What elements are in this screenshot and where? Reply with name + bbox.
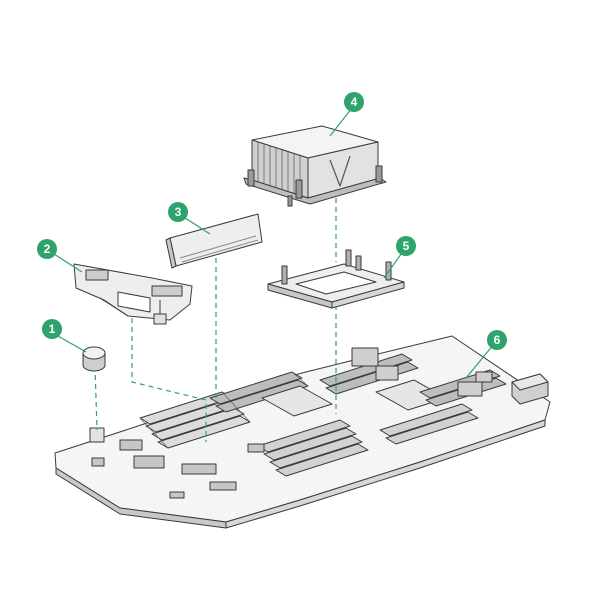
callout-6: 6 — [487, 330, 507, 350]
system-board — [54, 335, 551, 529]
board-top-face — [54, 335, 551, 523]
callout-5: 5 — [396, 236, 416, 256]
callout-1-label: 1 — [49, 322, 56, 336]
callout-1: 1 — [42, 319, 62, 339]
leader-4 — [329, 107, 353, 137]
center-dimm-bank — [257, 353, 419, 477]
leader-2 — [53, 253, 83, 273]
left-dimm-ribs — [139, 371, 309, 449]
callout-3: 3 — [168, 202, 188, 222]
riser-cage — [73, 263, 193, 325]
callout-2: 2 — [37, 239, 57, 259]
guide-line-riser — [131, 318, 207, 442]
callout-leaders — [53, 107, 495, 379]
callout-4: 4 — [344, 92, 364, 112]
installation-guide-lines — [94, 198, 337, 442]
dimm-module — [165, 213, 263, 269]
processor-heatsink — [243, 125, 387, 207]
leader-1 — [57, 335, 87, 353]
leader-5 — [383, 249, 405, 279]
callout-3-label: 3 — [175, 205, 182, 219]
cpu1-socket — [261, 385, 333, 417]
callout-2-label: 2 — [44, 242, 51, 256]
battery-holder — [89, 427, 105, 443]
callout-6-label: 6 — [494, 333, 501, 347]
callout-badges: 1 2 3 4 5 6 — [37, 92, 507, 350]
leader-3 — [181, 215, 211, 235]
callout-4-label: 4 — [351, 95, 358, 109]
rear-io-port — [511, 373, 549, 405]
board-edge-right — [225, 419, 546, 529]
guide-line-battery — [94, 365, 98, 431]
heatsink-screws — [247, 165, 383, 207]
callout-5-label: 5 — [403, 239, 410, 253]
leader-6 — [465, 343, 495, 379]
power-connectors — [351, 347, 493, 397]
heatsink-logo — [329, 155, 351, 187]
board-small-components — [91, 439, 265, 499]
system-battery — [82, 346, 106, 372]
processor-socket-frame — [267, 249, 405, 309]
